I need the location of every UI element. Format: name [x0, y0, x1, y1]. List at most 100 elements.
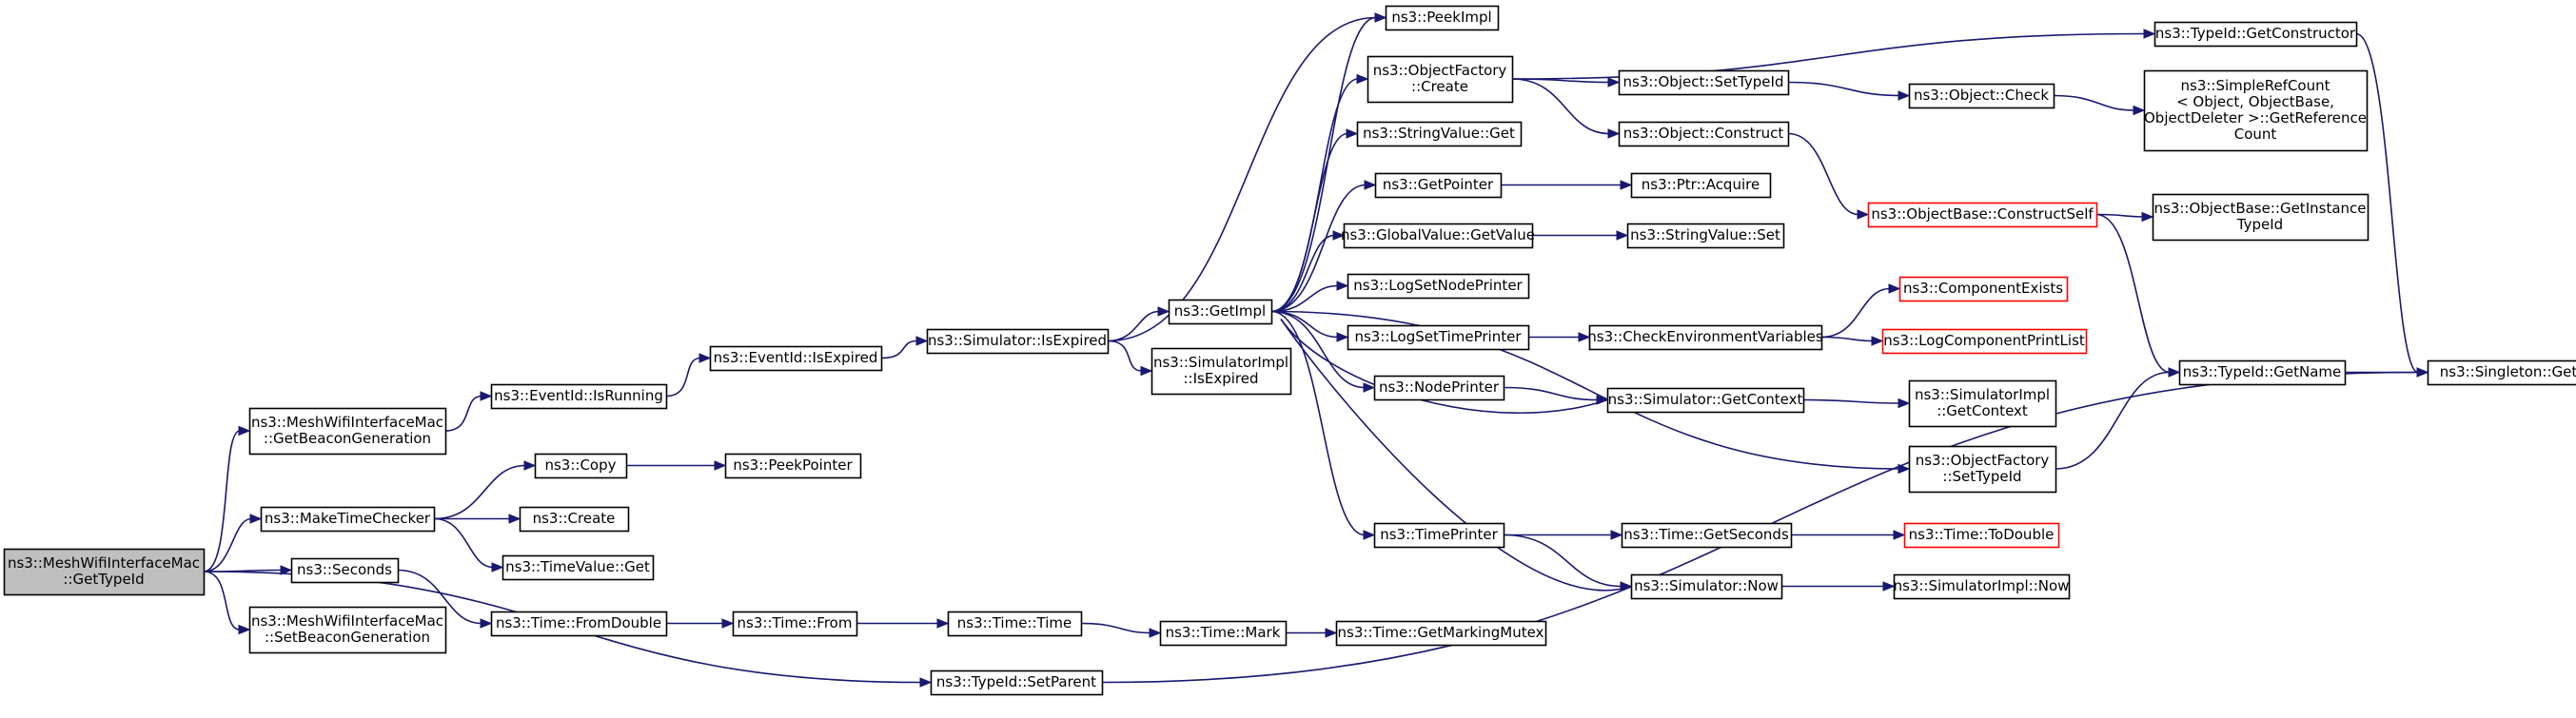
edge-line — [1270, 132, 1348, 313]
node-label: ns3::Object::SetTypeId — [1623, 73, 1784, 90]
node-label: ::GetTypeId — [63, 571, 144, 588]
node-simnow[interactable]: ns3::Simulator::Now — [1630, 573, 1783, 600]
edge-line — [1511, 78, 1610, 135]
node-label: ns3::StringValue::Set — [1630, 226, 1780, 243]
node-label: ns3::CheckEnvironmentVariables — [1587, 328, 1823, 345]
node-simimplisexpired[interactable]: ns3::SimulatorImpl::IsExpired — [1150, 347, 1292, 396]
arrow-head — [508, 514, 521, 524]
node-componentexists[interactable]: ns3::ComponentExists — [1898, 276, 2069, 302]
node-maketimechecker[interactable]: ns3::MakeTimeChecker — [260, 506, 436, 533]
node-box — [1343, 223, 1534, 249]
edge-line — [1503, 386, 1599, 401]
edge-line — [1107, 16, 1377, 342]
node-fromdouble[interactable]: ns3::Time::FromDouble — [490, 611, 668, 637]
node-getbeacongen[interactable]: ns3::MeshWifiInterfaceMac::GetBeaconGene… — [248, 407, 447, 456]
node-getpointer[interactable]: ns3::GetPointer — [1374, 172, 1503, 199]
node-objconstruct[interactable]: ns3::Object::Construct — [1618, 121, 1790, 147]
node-box — [1908, 445, 2057, 494]
node-simplerefcount[interactable]: ns3::SimpleRefCount< Object, ObjectBase,… — [2143, 69, 2369, 152]
edge-getimpl-to-stringvalueget — [1270, 128, 1359, 313]
edge-line — [1802, 398, 1900, 404]
node-setbeacongen[interactable]: ns3::MeshWifiInterfaceMac::SetBeaconGene… — [248, 606, 447, 654]
edge-line — [1270, 284, 1339, 313]
arrow-head — [1882, 581, 1896, 592]
node-box — [1159, 620, 1288, 647]
node-label: ns3::Copy — [544, 456, 616, 474]
node-label: ns3::EventId::IsRunning — [494, 387, 663, 404]
node-stringvalueset[interactable]: ns3::StringValue::Set — [1626, 223, 1785, 249]
node-timevalueget[interactable]: ns3::TimeValue::Get — [501, 554, 655, 581]
node-globalvaluegetvalue[interactable]: ns3::GlobalValue::GetValue — [1341, 223, 1535, 249]
node-objcheck[interactable]: ns3::Object::Check — [1908, 83, 2055, 109]
edge-simnow-to-simimplnow — [1780, 581, 1896, 592]
node-getmarkingmutex[interactable]: ns3::Time::GetMarkingMutex — [1335, 620, 1547, 647]
arrow-head — [1871, 336, 1884, 346]
node-objfactorycreate[interactable]: ns3::ObjectFactory::Create — [1367, 55, 1514, 104]
node-singletonget[interactable]: ns3::Singleton::Get — [2427, 359, 2576, 386]
node-objfactorysettypeid[interactable]: ns3::ObjectFactory::SetTypeId — [1908, 445, 2057, 494]
node-timeprinter[interactable]: ns3::TimePrinter — [1373, 522, 1505, 549]
node-box — [1588, 324, 1823, 351]
edge-line — [1107, 310, 1160, 342]
edge-timetime-to-timemark — [1080, 622, 1162, 638]
edge-root-to-setbeacongen — [203, 571, 251, 635]
node-timemark[interactable]: ns3::Time::Mark — [1159, 620, 1288, 647]
node-box — [1621, 522, 1793, 549]
node-isexpired[interactable]: ns3::EventId::IsExpired — [709, 345, 883, 372]
node-isrunning[interactable]: ns3::EventId::IsRunning — [490, 383, 668, 410]
node-logsettimeprinter[interactable]: ns3::LogSetTimePrinter — [1347, 324, 1530, 351]
node-label: ns3::TimePrinter — [1380, 526, 1498, 543]
node-peekpointer[interactable]: ns3::PeekPointer — [724, 453, 862, 479]
edge-line — [1270, 310, 1900, 470]
arrow-head — [480, 391, 493, 401]
node-logsetnodeprinter[interactable]: ns3::LogSetNodePrinter — [1347, 273, 1530, 300]
node-getname[interactable]: ns3::TypeId::GetName — [2178, 359, 2347, 386]
node-todouble[interactable]: ns3::Time::ToDouble — [1903, 522, 2060, 549]
node-simgetcontext[interactable]: ns3::Simulator::GetContext — [1606, 387, 1805, 414]
node-seconds[interactable]: ns3::Seconds — [290, 557, 400, 584]
node-objsettypeid[interactable]: ns3::Object::SetTypeId — [1618, 69, 1790, 96]
node-box — [1898, 276, 2069, 302]
edge-root-to-getbeacongen — [203, 425, 251, 572]
node-label: ns3::Singleton::Get — [2440, 363, 2576, 380]
node-setparent[interactable]: ns3::TypeId::SetParent — [930, 669, 1104, 696]
arrow-head — [1332, 230, 1346, 241]
node-box — [1347, 324, 1530, 351]
node-create[interactable]: ns3::Create — [519, 506, 630, 533]
node-label: < Object, ObjectBase, — [2176, 93, 2334, 110]
node-timefrom[interactable]: ns3::Time::From — [732, 611, 858, 637]
node-root[interactable]: ns3::MeshWifiInterfaceMac::GetTypeId — [3, 548, 206, 596]
node-label: ns3::NodePrinter — [1379, 378, 1500, 396]
node-timegetseconds[interactable]: ns3::Time::GetSeconds — [1621, 522, 1793, 549]
node-label: ::GetContext — [1937, 402, 2028, 419]
arrow-head — [1893, 530, 1906, 540]
node-simimplgetcontext[interactable]: ns3::SimulatorImpl::GetContext — [1908, 379, 2057, 428]
edge-objfactorycreate-to-objsettypeid — [1511, 77, 1621, 87]
node-stringvalueget[interactable]: ns3::StringValue::Get — [1356, 121, 1523, 147]
arrow-head — [1336, 281, 1349, 291]
node-ptracquire[interactable]: ns3::Ptr::Acquire — [1630, 172, 1772, 199]
edge-getimpl-to-nodeprinter — [1270, 310, 1376, 393]
node-peekimpl[interactable]: ns3::PeekImpl — [1385, 5, 1500, 31]
node-logcomponentprintlist[interactable]: ns3::LogComponentPrintList — [1881, 328, 2088, 355]
node-getconstructor[interactable]: ns3::TypeId::GetConstructor — [2153, 21, 2358, 48]
node-box — [290, 557, 400, 584]
node-constructself[interactable]: ns3::ObjectBase::ConstructSelf — [1867, 202, 2098, 228]
node-box — [1356, 121, 1523, 147]
node-checkenv[interactable]: ns3::CheckEnvironmentVariables — [1587, 324, 1823, 351]
node-timetime[interactable]: ns3::Time::Time — [947, 611, 1083, 637]
arrow-head — [238, 624, 251, 635]
node-nodeprinter[interactable]: ns3::NodePrinter — [1373, 375, 1505, 401]
node-box — [1606, 387, 1805, 414]
node-getimpl[interactable]: ns3::GetImpl — [1168, 299, 1273, 325]
node-copy[interactable]: ns3::Copy — [534, 453, 628, 479]
arrow-head — [480, 618, 493, 629]
edge-line — [1107, 340, 1143, 372]
node-simisexpired[interactable]: ns3::Simulator::IsExpired — [926, 328, 1110, 355]
edge-isexpired-to-simisexpired — [880, 336, 929, 359]
node-label: Count — [2234, 126, 2277, 143]
node-simimplnow[interactable]: ns3::SimulatorImpl::Now — [1894, 573, 2071, 600]
edge-timemark-to-getmarkingmutex — [1286, 628, 1338, 638]
node-label: ns3::Ptr::Acquire — [1642, 176, 1760, 193]
